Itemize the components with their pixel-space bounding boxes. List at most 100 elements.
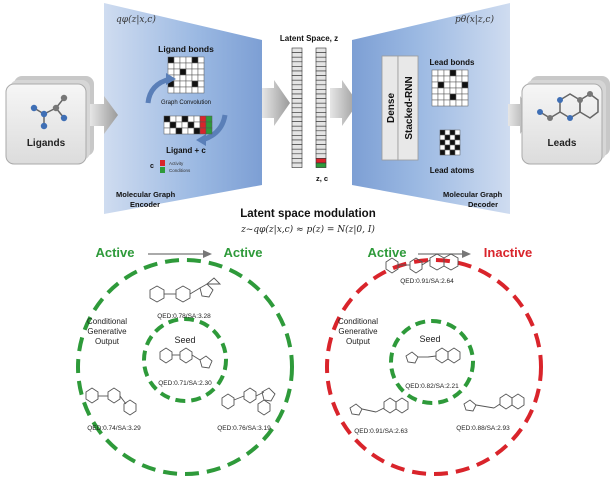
matrix-cell — [431, 87, 439, 95]
stacked-rnn-box — [397, 55, 419, 161]
matrix-cell — [444, 129, 451, 136]
matrix-cell — [439, 134, 446, 141]
matrix-cell — [431, 99, 439, 107]
right-cgo-line1: Conditional — [338, 317, 378, 326]
matrix-cell — [191, 62, 199, 70]
matrix-cell — [444, 149, 451, 156]
latent-cell — [291, 56, 303, 63]
ligand-bonds-matrix — [167, 56, 205, 94]
right-score-top: QED:0.91/SA:2.64 — [400, 278, 454, 285]
left-outer-circle — [76, 258, 294, 476]
matrix-cell — [461, 93, 469, 101]
matrix-cell — [449, 99, 457, 107]
left-cgo-line3: Output — [95, 337, 120, 346]
latent-cell — [291, 116, 303, 122]
matrix-cell — [191, 86, 199, 94]
matrix-cell — [444, 134, 451, 141]
lead-atoms-label: Lead atoms — [430, 166, 475, 175]
latent-cell — [291, 75, 303, 81]
matrix-cell — [199, 115, 207, 123]
matrix-cell — [197, 86, 205, 94]
latent-cell — [315, 116, 327, 122]
matrix-cell — [461, 81, 469, 89]
lead-bonds-label: Lead bonds — [430, 58, 475, 67]
graph-convolution-cycle-icon — [145, 73, 228, 146]
left-cgo-line1: Conditional — [87, 317, 127, 326]
matrix-cell — [443, 69, 451, 77]
latent-cell — [315, 107, 327, 113]
latent-cell — [315, 66, 327, 72]
latent-cell — [315, 56, 327, 63]
matrix-cell — [205, 121, 213, 129]
matrix-cell — [455, 75, 463, 83]
latent-cell — [315, 89, 327, 95]
matrix-cell — [461, 87, 469, 95]
latent-cell — [291, 107, 303, 113]
matrix-cell — [179, 56, 187, 64]
matrix-cell — [173, 80, 181, 88]
matrix-cell — [454, 134, 461, 141]
matrix-cell — [455, 69, 463, 77]
latent-to-decoder-arrow — [330, 80, 358, 126]
lead-atoms-matrix — [439, 129, 461, 156]
matrix-cell — [191, 68, 199, 76]
latent-cell — [315, 61, 327, 67]
left-score-bl: QED:0.74/SA:3.29 — [87, 425, 141, 432]
right-cgo-line2: Generative — [338, 327, 378, 336]
latent-vector-z — [291, 47, 303, 168]
output-arrow — [508, 96, 534, 134]
matrix-cell — [191, 80, 199, 88]
matrix-cell — [431, 69, 439, 77]
matrix-cell — [173, 68, 181, 76]
matrix-cell — [437, 99, 445, 107]
matrix-cell — [444, 139, 451, 146]
matrix-cell — [454, 149, 461, 156]
right-generated-molecule-top — [385, 253, 459, 274]
right-seed-score: QED:0.82/SA:2.21 — [405, 383, 459, 390]
latent-cell — [291, 158, 303, 164]
latent-cell — [291, 153, 303, 159]
ligand-plus-c-label: Ligand + c — [166, 146, 206, 155]
latent-cell — [291, 98, 303, 104]
lead-bonds-matrix — [431, 69, 469, 107]
left-generated-molecule-top — [149, 277, 222, 303]
left-generated-molecule-br — [221, 387, 276, 416]
latent-cell — [315, 148, 327, 155]
latent-cell — [291, 89, 303, 95]
input-arrow — [90, 96, 118, 134]
matrix-cell — [187, 115, 195, 123]
matrix-cell — [443, 75, 451, 83]
latent-cell — [315, 125, 327, 132]
matrix-cell — [444, 144, 451, 151]
latent-cell — [291, 148, 303, 155]
matrix-cell — [449, 93, 457, 101]
conditions-label: Conditions — [169, 168, 191, 173]
ligands-label: Ligands — [27, 138, 66, 149]
matrix-cell — [185, 86, 193, 94]
left-generated-molecule-bl — [85, 387, 137, 416]
latent-cell — [315, 135, 327, 141]
matrix-cell — [437, 81, 445, 89]
matrix-cell — [431, 81, 439, 89]
matrix-cell — [455, 87, 463, 95]
matrix-cell — [197, 74, 205, 82]
matrix-cell — [454, 139, 461, 146]
modulation-formula: z~qφ(z|x,c) ≈ p(z) = N(z|0, I) — [240, 224, 375, 235]
encoder-label-2: Encoder — [130, 200, 160, 209]
matrix-cell — [193, 127, 201, 135]
matrix-cell — [443, 99, 451, 107]
latent-cell — [291, 61, 303, 67]
encoder-to-latent-arrow — [262, 80, 290, 126]
matrix-cell — [197, 62, 205, 70]
latent-vector-zc — [315, 47, 327, 168]
matrix-cell — [179, 80, 187, 88]
matrix-cell — [455, 99, 463, 107]
latent-cell — [315, 139, 327, 145]
matrix-cell — [193, 121, 201, 129]
decoder-label-1: Molecular Graph — [443, 190, 503, 199]
right-seed-label: Seed — [419, 334, 440, 344]
stacked-rnn-label: Stacked-RNN — [404, 76, 415, 139]
right-transition-arrow — [462, 250, 471, 258]
matrix-cell — [439, 149, 446, 156]
